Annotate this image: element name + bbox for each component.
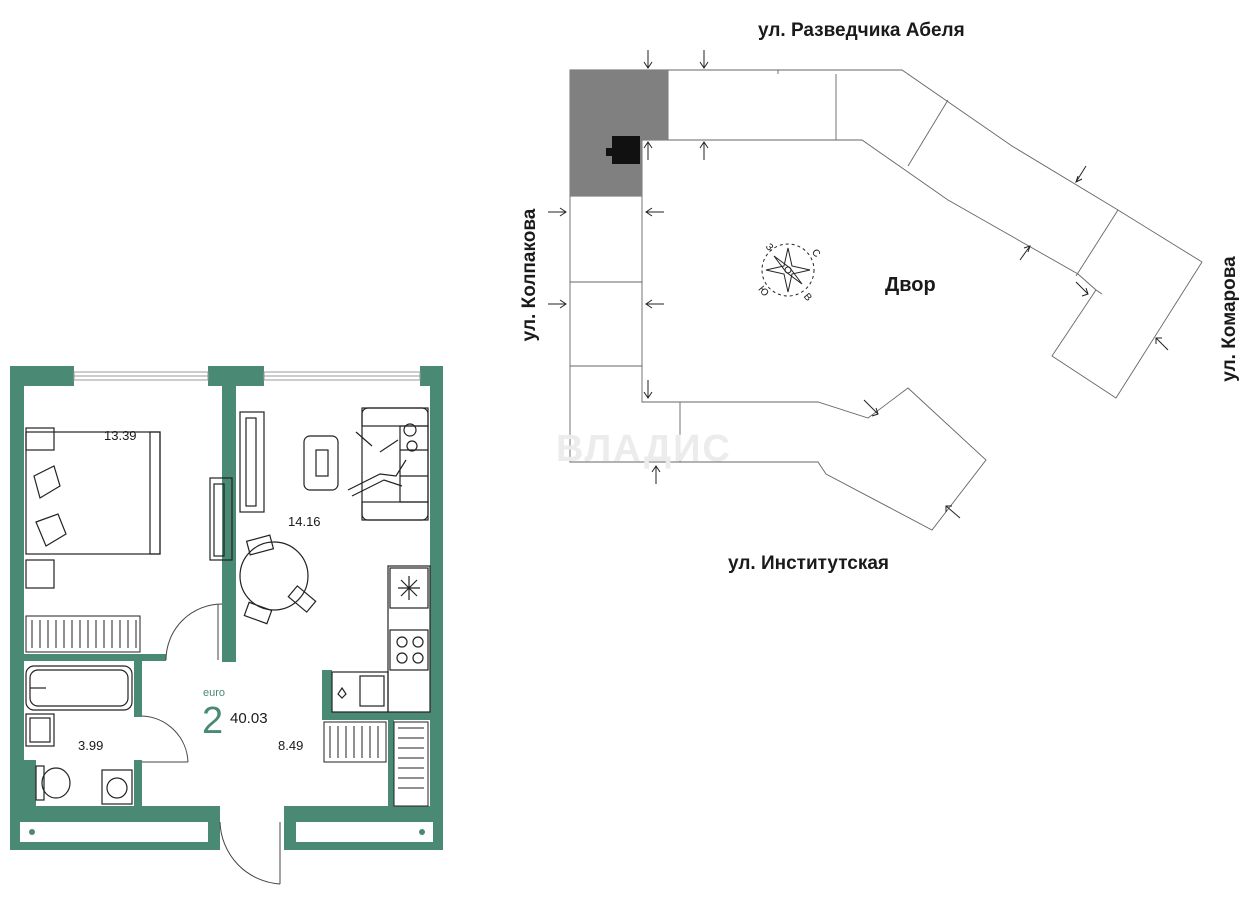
- washing-machine: [101, 769, 133, 805]
- room-area-bathroom: 3.99: [78, 738, 104, 753]
- street-bottom: ул. Институтская: [728, 553, 889, 574]
- kitchen-unit: [331, 565, 431, 713]
- entry-door: [219, 821, 281, 885]
- apartment-type-label: euro: [203, 687, 226, 699]
- room-area-hallway: 8.49: [278, 738, 304, 753]
- radiator: [25, 615, 141, 653]
- bathroom-door: [141, 715, 189, 763]
- exterior-walls: [10, 366, 443, 850]
- tv-stand: [209, 411, 265, 561]
- watermark: ВЛАДИС: [556, 428, 732, 470]
- bathroom-sink: [25, 713, 55, 747]
- bathtub: [25, 665, 133, 711]
- street-top: ул. Разведчика Абеля: [758, 20, 965, 41]
- entrance-arrows: [548, 50, 1169, 519]
- compass-rose: [761, 243, 815, 297]
- hallway-radiator: [323, 721, 429, 807]
- street-right: ул. Комарова: [1219, 256, 1240, 382]
- windows: [73, 371, 421, 381]
- courtyard-label: Двор: [885, 274, 936, 296]
- coffee-table: [303, 435, 339, 491]
- interior-walls: [24, 386, 430, 806]
- sofa: [347, 407, 429, 521]
- highlighted-section: [570, 70, 668, 196]
- room-area-living-room: 14.16: [288, 514, 321, 529]
- bed: [25, 427, 161, 589]
- room-area-bedroom: 13.39: [104, 428, 137, 443]
- toilet: [35, 765, 71, 801]
- dining-table: [239, 534, 317, 625]
- rooms-count: 2: [202, 700, 224, 742]
- bedroom-door: [165, 603, 223, 661]
- total-area: 40.03: [230, 710, 268, 727]
- street-left: ул. Колпакова: [519, 208, 540, 342]
